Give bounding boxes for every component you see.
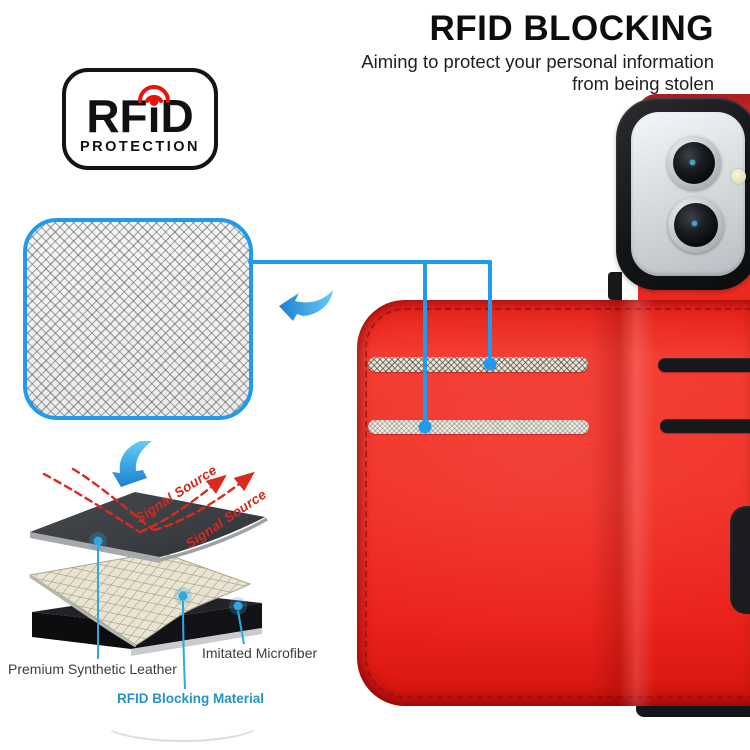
- label-rfid-material: RFID Blocking Material: [117, 691, 265, 706]
- camera-plate: [631, 112, 746, 276]
- signal-source-label-2: Signal Source: [182, 486, 270, 552]
- camera-lens-1: [667, 136, 721, 190]
- leader-dots: [89, 532, 247, 615]
- curved-arrow-down-icon: [112, 441, 152, 487]
- stitching: [365, 308, 750, 698]
- rfid-letter-d: D: [160, 89, 194, 142]
- label-premium-leather: Premium Synthetic Leather: [8, 661, 177, 677]
- card-slot-black-2: [660, 419, 750, 433]
- wifi-signal-icon: [138, 84, 171, 103]
- subtitle-line-2: from being stolen: [572, 73, 714, 94]
- page-title: RFID BLOCKING: [429, 9, 714, 48]
- phone-camera-module: [616, 98, 750, 290]
- red-dot-icon: [149, 96, 159, 106]
- wallet-interior: [357, 300, 750, 706]
- camera-lens-2: [668, 197, 724, 253]
- curved-arrow-left-icon: [279, 290, 333, 321]
- layer-rfid-mesh: [28, 551, 252, 648]
- camera-flash-icon: [731, 169, 746, 184]
- rfid-letter-i: ı: [138, 84, 171, 139]
- card-slot-black-1: [658, 358, 750, 372]
- underline-arc: [100, 700, 265, 742]
- card-slot-rfid-1: [368, 357, 588, 372]
- signal-source-label-1: Signal Source: [132, 462, 220, 526]
- card-slot-rfid-2: [368, 420, 589, 434]
- protection-label: PROTECTION: [79, 138, 201, 155]
- lens-glint-icon: [691, 221, 697, 227]
- fold-crease: [589, 300, 655, 706]
- rfid-mesh-swatch: [23, 218, 253, 420]
- label-imitated-microfiber: Imitated Microfiber: [202, 645, 318, 661]
- header: RFID BLOCKING Aiming to protect your per…: [361, 10, 714, 95]
- card-pocket-window: [730, 506, 750, 614]
- lens-glint-icon: [689, 159, 695, 165]
- rfid-letters-rf: RF: [86, 89, 148, 142]
- camera-bump-side: [608, 272, 622, 300]
- subtitle-line-1: Aiming to protect your personal informat…: [361, 51, 714, 72]
